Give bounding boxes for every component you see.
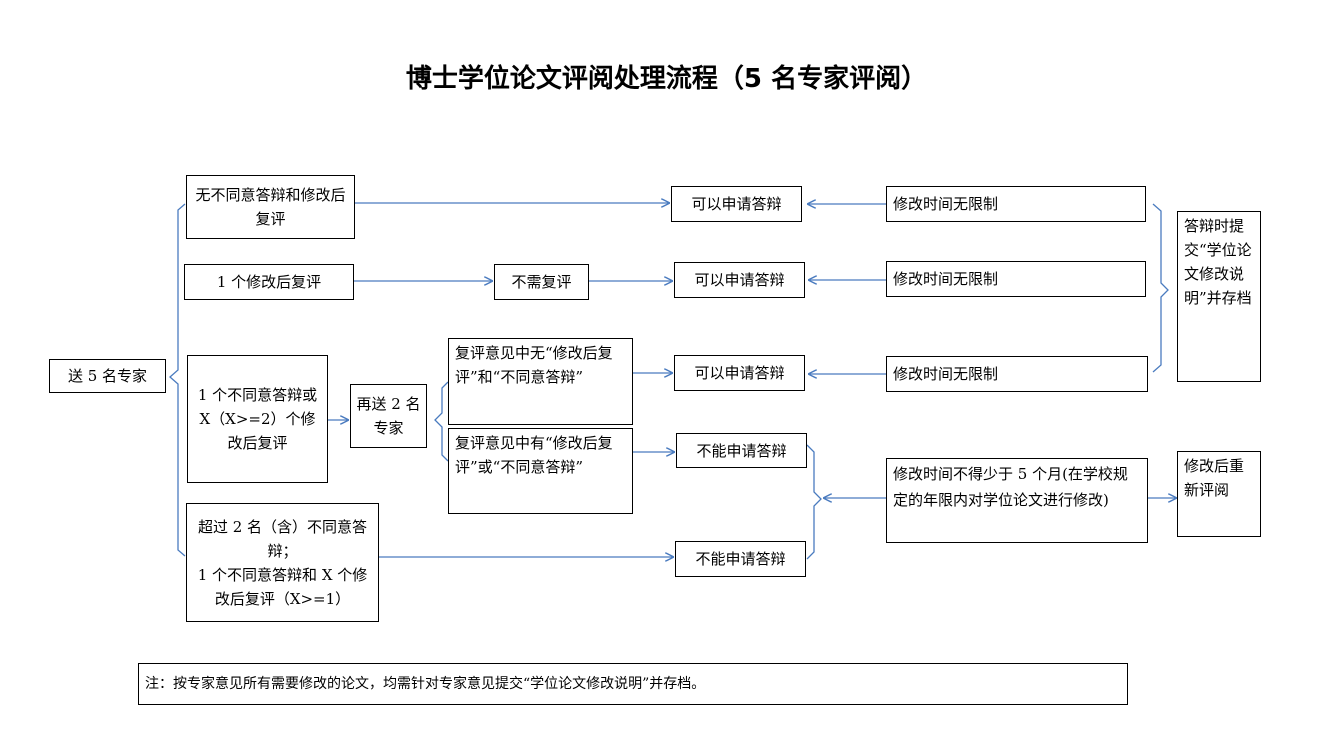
page-title: 博士学位论文评阅处理流程（5 名专家评阅） [405, 64, 928, 94]
bracket-submit [1152, 203, 1169, 373]
bracket-cannot [806, 444, 822, 560]
case-none-box: 无不同意答辩和修改后复评 [186, 175, 355, 239]
case-over2-line2: 1 个不同意答辩和 X 个修改后复评（X>=1） [197, 565, 368, 608]
re-review-box: 修改后重新评阅 [1177, 451, 1261, 537]
bracket-send5 [169, 203, 186, 557]
footnote: 注：按专家意见所有需要修改的论文，均需针对专家意见提交“学位论文修改说明”并存档… [138, 663, 1128, 705]
review-has-box: 复评意见中有“修改后复评”或“不同意答辩” [448, 428, 633, 514]
send-5-experts-box: 送 5 名专家 [49, 359, 166, 393]
can-apply-box-2: 可以申请答辩 [674, 262, 805, 298]
resend-2-box: 再送 2 名专家 [350, 384, 427, 448]
no-limit-box-1: 修改时间无限制 [886, 186, 1146, 222]
no-review-box: 不需复评 [494, 264, 589, 300]
no-limit-box-2: 修改时间无限制 [886, 261, 1146, 297]
cannot-apply-box-2: 不能申请答辩 [675, 541, 806, 577]
five-months-box: 修改时间不得少于 5 个月(在学校规定的年限内对学位论文进行修改) [886, 458, 1148, 543]
case-over2-box: 超过 2 名（含）不同意答辩； 1 个不同意答辩和 X 个修改后复评（X>=1） [186, 503, 379, 622]
can-apply-box-1: 可以申请答辩 [671, 186, 802, 222]
submit-note-box: 答辩时提交“学位论文修改说明”并存档 [1177, 211, 1261, 382]
case-mixed-box: 1 个不同意答辩或 X（X>=2）个修改后复评 [187, 355, 328, 483]
bracket-resend [434, 381, 449, 462]
cannot-apply-box-1: 不能申请答辩 [676, 433, 807, 468]
case-over2-line1: 超过 2 名（含）不同意答辩； [197, 517, 368, 560]
no-limit-box-3: 修改时间无限制 [886, 356, 1148, 392]
case-one-box: 1 个修改后复评 [184, 264, 354, 300]
review-no-box: 复评意见中无“修改后复评”和“不同意答辩” [448, 338, 633, 425]
can-apply-box-3: 可以申请答辩 [674, 355, 805, 391]
